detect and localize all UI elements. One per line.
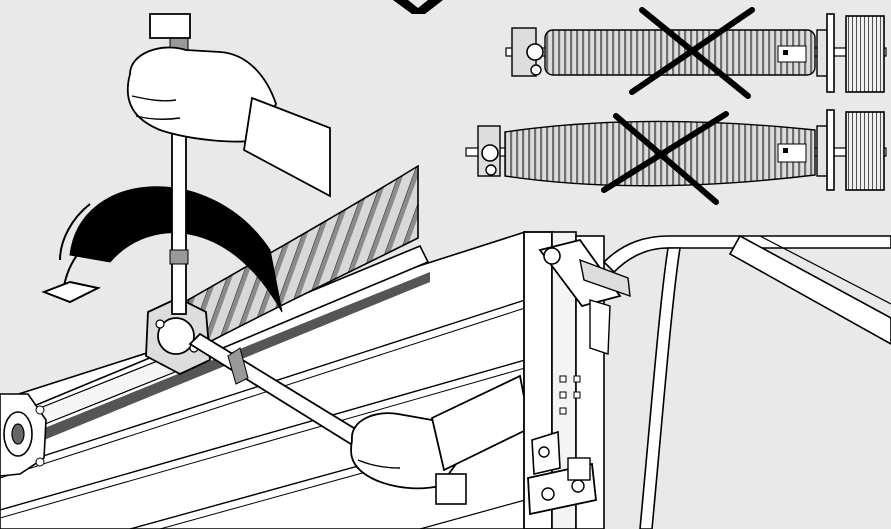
end-bracket	[827, 110, 834, 190]
cone-bolt	[527, 44, 543, 60]
upper-hand	[128, 47, 330, 196]
horizontal-track	[604, 236, 891, 529]
cone-bolt	[482, 145, 498, 161]
cone-bolt	[486, 165, 496, 175]
end-bracket	[827, 14, 834, 92]
spring-body	[545, 30, 815, 75]
end-bearing-plate	[0, 394, 46, 476]
spring-label-text	[783, 50, 788, 55]
spring-label-text	[783, 148, 788, 153]
cable-drum	[846, 16, 884, 92]
spring-label	[778, 46, 806, 62]
cable-drum	[846, 112, 884, 190]
cone-bolt	[531, 65, 541, 75]
spring-label	[778, 144, 806, 162]
cross-mark-icon	[393, 0, 443, 14]
